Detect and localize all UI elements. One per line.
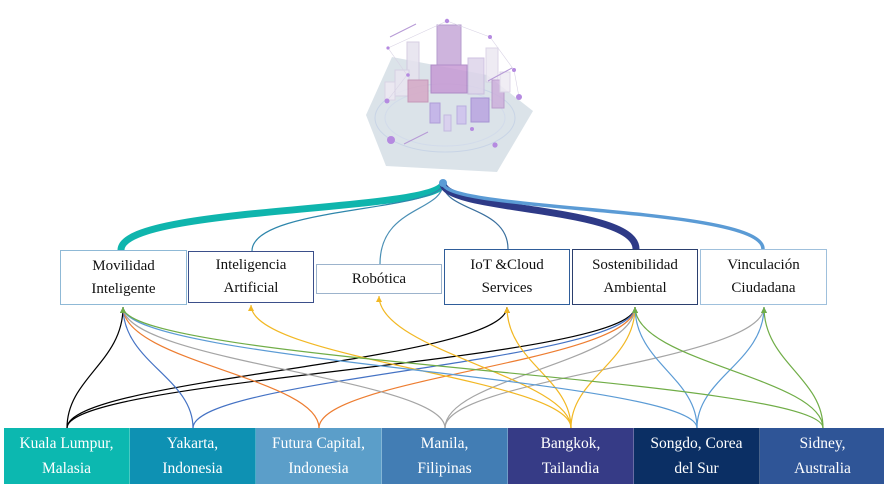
hub-node [439,179,447,187]
category-ia: Inteligencia Artificial [188,251,314,303]
hub-link-ia [251,182,444,252]
link-bangkok-to-iot [506,306,572,429]
link-bangkok-to-ia [250,304,572,429]
city-links [66,295,824,429]
category-robotica: Robótica [316,264,442,294]
city-yak: Yakarta, Indonesia [130,428,256,484]
link-songdo-to-vinculacion [696,306,765,429]
arrow-head-icon [504,307,510,313]
city-bangkok: Bangkok, Tailandia [508,428,634,484]
hub-link-robotica [379,182,444,265]
link-kl-to-sostenibilidad [66,306,636,429]
hub-link-movilidad [117,181,447,252]
hub-link-sostenibilidad [439,181,640,250]
arrow-head-icon [632,307,638,313]
hub-link-vinculacion [441,182,765,250]
city-manila: Manila, Filipinas [382,428,508,484]
link-futura-to-movilidad [122,306,320,429]
category-vinculacion: Vinculación Ciudadana [700,249,827,305]
city-kl: Kuala Lumpur, Malasia [4,428,130,484]
link-songdo-to-movilidad [122,306,698,429]
link-kl-to-iot [66,306,508,429]
arrow-head-icon [376,296,382,302]
arrow-head-icon [248,305,254,311]
link-sidney-to-vinculacion [763,306,824,429]
arrow-head-icon [761,307,767,313]
smart-city-illustration [366,18,533,172]
link-bangkok-to-robotica [378,295,572,429]
link-manila-to-sostenibilidad [444,306,636,429]
link-sidney-to-movilidad [122,306,824,429]
link-kl-to-movilidad [66,306,124,429]
city-songdo: Songdo, Corea del Sur [634,428,760,484]
link-bangkok-to-sostenibilidad [570,306,636,429]
category-iot: IoT &Cloud Services [444,249,570,305]
link-songdo-to-sostenibilidad [634,306,698,429]
category-movilidad: Movilidad Inteligente [60,250,187,305]
hub-links [117,181,765,265]
arrow-head-icon [120,307,126,313]
link-yak-to-movilidad [122,306,194,429]
category-sostenibilidad: Sostenibilidad Ambiental [572,249,698,305]
link-sidney-to-sostenibilidad [634,306,824,429]
city-futura: Futura Capital, Indonesia [256,428,382,484]
link-manila-to-movilidad [122,306,446,429]
city-sidney: Sidney, Australia [760,428,884,484]
link-yak-to-sostenibilidad [192,306,636,429]
link-manila-to-vinculacion [444,306,765,429]
